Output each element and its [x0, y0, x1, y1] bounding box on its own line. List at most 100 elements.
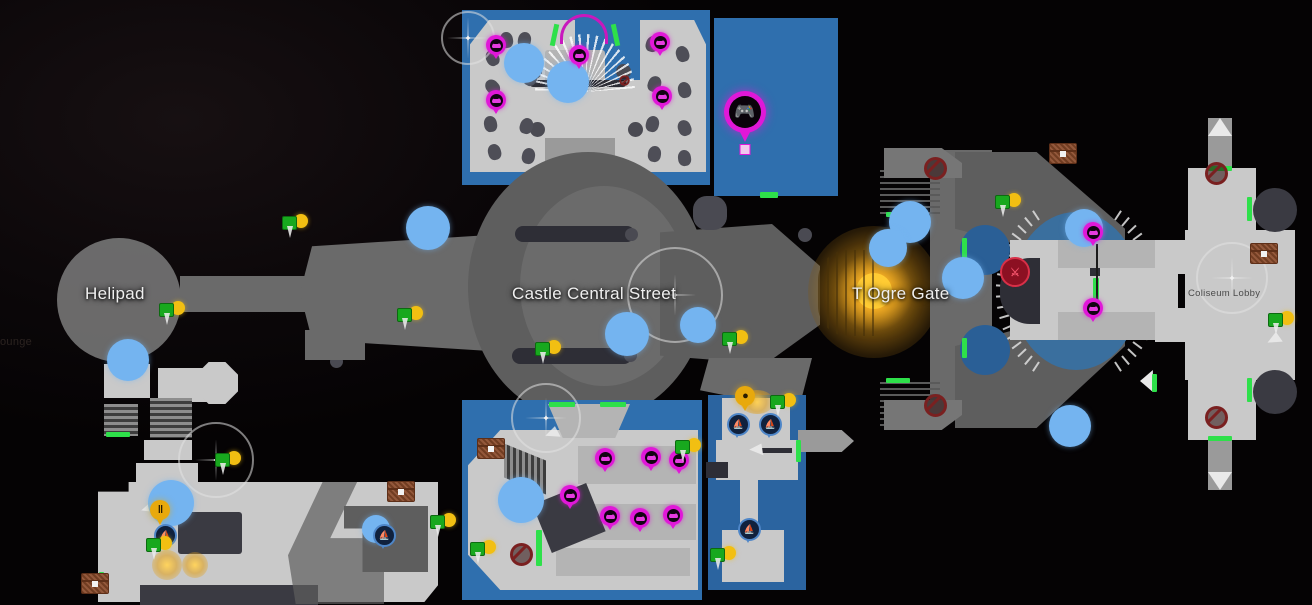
player-dot[interactable] [406, 206, 450, 250]
party-marker[interactable] [159, 300, 185, 326]
wing-rail [762, 448, 792, 453]
npc-pin[interactable] [595, 448, 615, 472]
pause-icon: ‖ [150, 500, 170, 520]
npc-pin[interactable] [1083, 222, 1103, 246]
npc-pin-tail [574, 61, 584, 69]
party-marker[interactable] [675, 437, 701, 463]
player-dot[interactable] [605, 312, 649, 356]
hall-door-top-b [600, 402, 626, 407]
npc-mask-icon [603, 509, 617, 523]
party-marker[interactable] [770, 392, 796, 418]
gold-pin-quest-marker[interactable]: ● [735, 386, 755, 411]
party-marker-gold-disc [227, 451, 241, 465]
hall-floor-upper [548, 404, 630, 438]
party-marker[interactable] [397, 305, 423, 331]
party-marker[interactable] [430, 512, 456, 538]
wing-floor-mid [716, 440, 798, 480]
player-dot[interactable] [942, 257, 984, 299]
party-marker[interactable] [215, 450, 241, 476]
npc-pin[interactable] [663, 505, 683, 529]
gate-door-bottom [886, 378, 910, 383]
npc-pin-head [560, 485, 580, 505]
navy-pin[interactable]: ⛵ [738, 518, 761, 543]
npc-pin-tail [1088, 238, 1098, 246]
npc-pin[interactable] [569, 45, 589, 69]
player-dot[interactable] [498, 477, 544, 523]
arena-divider-top [1090, 268, 1100, 276]
street-post-a [625, 228, 638, 241]
upper-room-pink-arc [560, 14, 608, 44]
coliseum-arrow-north [1208, 118, 1232, 136]
wing-pointer [748, 443, 764, 458]
npc-pin[interactable] [650, 32, 670, 56]
player-dot[interactable] [869, 229, 907, 267]
npc-pin[interactable] [652, 86, 672, 110]
arcade-pin[interactable]: 🎮 [724, 91, 766, 155]
npc-pin-head [569, 45, 589, 65]
treasure-chest-icon[interactable] [81, 573, 109, 594]
player-dot[interactable] [504, 43, 544, 83]
stair-flight-right [150, 398, 192, 438]
npc-mask-icon [653, 35, 667, 49]
party-marker[interactable] [995, 192, 1021, 218]
gamepad-icon: 🎮 [729, 96, 761, 128]
vendor-icon: ⛵ [373, 524, 396, 547]
npc-mask-icon [666, 508, 680, 522]
npc-mask-icon [563, 488, 577, 502]
gate-room-lower-door [962, 338, 967, 358]
npc-pin-head [641, 447, 661, 467]
chest-latch [488, 445, 494, 452]
party-marker-gold-disc [482, 540, 496, 554]
plaza-block-b [140, 585, 318, 605]
npc-mask-icon [598, 451, 612, 465]
npc-pin[interactable] [630, 508, 650, 532]
treasure-chest-icon[interactable] [1049, 143, 1077, 164]
plaza-glow-b [182, 552, 208, 578]
wing-bridge [798, 430, 854, 452]
npc-pin-tail [605, 522, 615, 530]
npc-pin[interactable] [1083, 298, 1103, 322]
npc-mask-icon [655, 89, 669, 103]
party-marker[interactable] [470, 539, 496, 565]
plaza-block-a [178, 512, 242, 554]
party-marker[interactable] [282, 213, 308, 239]
gold-pin-pause-marker[interactable]: ‖ [150, 500, 170, 525]
coliseum-lobby-south [1188, 372, 1256, 440]
party-marker-tail [220, 463, 226, 475]
no-entry-icon [510, 543, 533, 566]
npc-pin[interactable] [560, 485, 580, 509]
crimson-pin[interactable]: ⚔ [1000, 257, 1030, 288]
npc-pin-tail [491, 106, 501, 114]
npc-pin-head [600, 506, 620, 526]
party-marker[interactable] [146, 535, 172, 561]
party-marker-gold-disc [687, 438, 701, 452]
party-marker[interactable] [710, 545, 736, 571]
chest-latch [1261, 250, 1267, 257]
treasure-chest-icon[interactable] [1250, 243, 1278, 264]
party-marker[interactable] [535, 339, 561, 365]
party-marker-gold-disc [547, 340, 561, 354]
npc-pin[interactable] [600, 506, 620, 530]
party-marker[interactable] [722, 329, 748, 355]
hall-table-c [556, 548, 690, 576]
npc-pin[interactable] [486, 35, 506, 59]
quest-icon: ● [735, 386, 755, 406]
npc-mask-icon [1086, 301, 1100, 315]
navy-pin[interactable]: ⛵ [759, 413, 782, 438]
party-marker-gold-disc [782, 393, 796, 407]
navy-pin[interactable]: ⛵ [727, 413, 750, 438]
npc-pin[interactable] [641, 447, 661, 471]
upper-room-post-d [628, 122, 643, 137]
player-dot[interactable] [107, 339, 149, 381]
player-dot[interactable] [1049, 405, 1091, 447]
coliseum-door-w [1152, 374, 1157, 392]
player-dot[interactable] [680, 307, 716, 343]
map-label-lounge-cut: ounge [0, 336, 33, 348]
treasure-chest-icon[interactable] [477, 438, 505, 459]
treasure-chest-icon[interactable] [387, 481, 415, 502]
upper-room-blocked [619, 75, 630, 86]
npc-pin[interactable] [486, 90, 506, 114]
navy-pin[interactable]: ⛵ [373, 524, 396, 549]
party-marker[interactable] [1268, 310, 1294, 336]
